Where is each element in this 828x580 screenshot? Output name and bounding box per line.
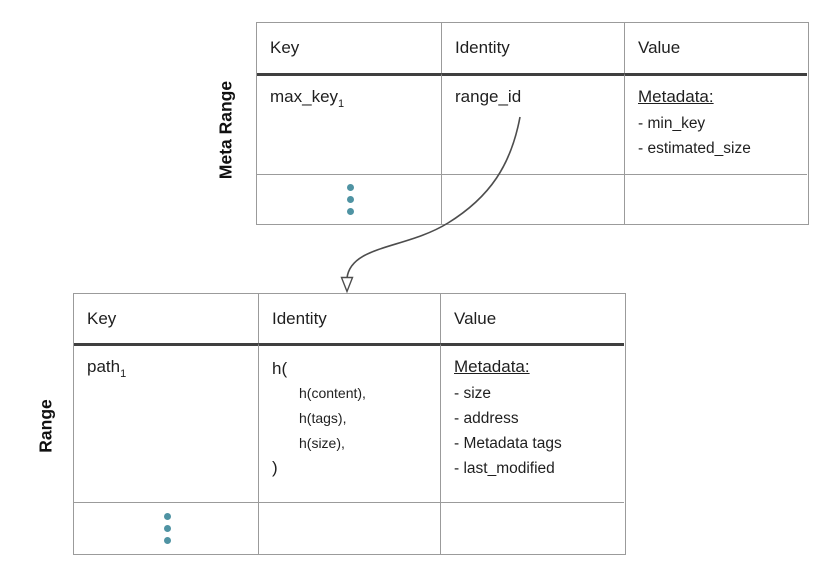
- hash-close: ): [272, 458, 278, 477]
- hash-open: h(: [272, 359, 288, 378]
- ellipsis-icon: [347, 208, 354, 215]
- hash-arg: h(content),: [299, 385, 366, 401]
- range-cell-identity: h( h(content), h(tags), h(size), ): [258, 343, 440, 502]
- range-value-item: - last_modified: [454, 460, 555, 477]
- range-value-item: - Metadata tags: [454, 435, 562, 452]
- meta-header-value: Value: [624, 23, 807, 73]
- ellipsis-icon: [164, 513, 171, 520]
- hash-arg: h(size),: [299, 435, 345, 451]
- range-key-text: path: [87, 357, 121, 376]
- meta-value-item: - min_key: [638, 115, 706, 132]
- meta-value-title: Metadata:: [638, 87, 714, 106]
- range-value-item: - address: [454, 410, 519, 427]
- meta-empty-cell: [624, 174, 807, 224]
- range-cell-key: path1: [74, 343, 258, 502]
- meta-header-identity: Identity: [441, 23, 624, 73]
- hash-arg: h(tags),: [299, 410, 347, 426]
- range-header-key: Key: [87, 308, 117, 328]
- range-cell-value: Metadata: - size - address - Metadata ta…: [440, 343, 624, 502]
- meta-value-item: - estimated_size: [638, 140, 751, 157]
- meta-ellipsis-cell: [257, 174, 441, 224]
- arrowhead-icon: [340, 276, 354, 294]
- meta-cell-value: Metadata: - min_key - estimated_size: [624, 73, 807, 174]
- range-table: Key Identity Value path1 h( h(content), …: [73, 293, 626, 555]
- range-empty-cell: [440, 502, 624, 554]
- meta-cell-identity: range_id: [441, 73, 624, 174]
- range-value-item: - size: [454, 385, 492, 402]
- meta-header-key: Key: [270, 38, 300, 57]
- meta-key-subscript: 1: [338, 98, 345, 110]
- range-label: Range: [35, 399, 56, 453]
- ellipsis-icon: [347, 184, 354, 191]
- range-ellipsis-cell: [74, 502, 258, 554]
- meta-key-text: max_key: [270, 87, 339, 106]
- ellipsis-icon: [347, 196, 354, 203]
- meta-empty-cell: [441, 174, 624, 224]
- meta-range-label: Meta Range: [215, 80, 236, 180]
- range-empty-cell: [258, 502, 440, 554]
- range-value-title: Metadata:: [454, 357, 530, 376]
- range-key-subscript: 1: [120, 368, 127, 380]
- ellipsis-icon: [164, 537, 171, 544]
- meta-range-table: Key Identity Value max_key1 range_id Met…: [256, 22, 809, 225]
- ellipsis-icon: [164, 525, 171, 532]
- range-header-identity: Identity: [258, 294, 440, 343]
- meta-cell-key: max_key1: [257, 73, 441, 174]
- range-header-value: Value: [440, 294, 624, 343]
